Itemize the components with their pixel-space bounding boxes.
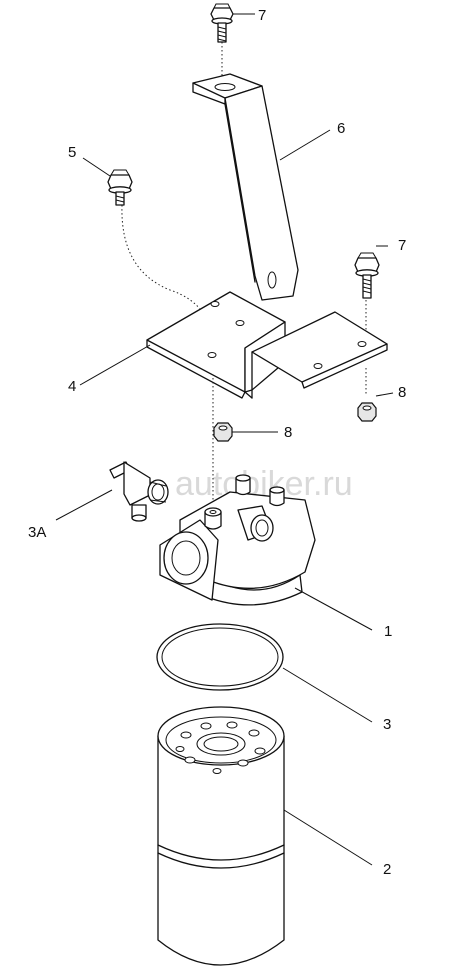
callout-6: 6 <box>337 120 345 137</box>
filter-element <box>157 706 285 966</box>
callout-8-right: 8 <box>398 384 406 401</box>
callout-3: 3 <box>383 716 391 733</box>
callout-labels: 7 6 5 7 4 8 8 3A 1 3 2 <box>28 7 406 878</box>
callout-1: 1 <box>384 623 392 640</box>
bolt-top <box>210 3 234 43</box>
callout-3a: 3A <box>28 524 46 541</box>
o-ring <box>156 623 284 691</box>
bolt-left <box>107 169 133 206</box>
bolt-right <box>354 252 380 299</box>
support-bracket <box>192 73 299 301</box>
filter-head <box>159 474 316 606</box>
nut-right <box>357 402 377 422</box>
callout-2: 2 <box>383 861 391 878</box>
leader-lines <box>55 13 394 866</box>
mounting-bracket <box>146 291 388 399</box>
callout-8-left: 8 <box>284 424 292 441</box>
callout-4: 4 <box>68 378 76 395</box>
nut-left <box>213 422 233 442</box>
callout-7-right: 7 <box>398 237 406 254</box>
callout-5: 5 <box>68 144 76 161</box>
fitting <box>109 461 169 522</box>
callout-7-top: 7 <box>258 7 266 24</box>
